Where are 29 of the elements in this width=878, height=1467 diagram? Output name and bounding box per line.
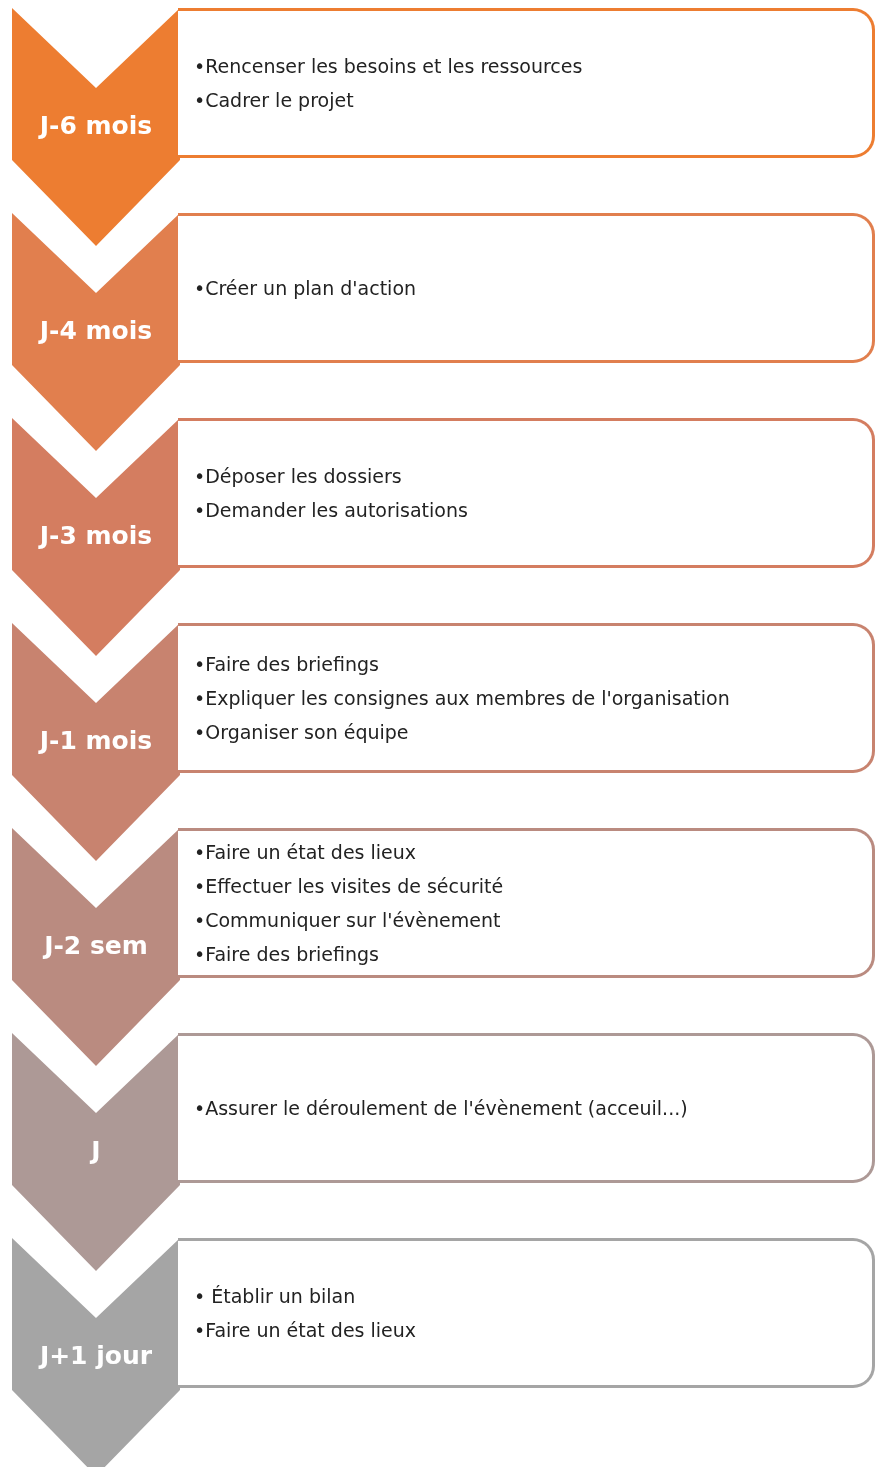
task-item: •Faire un état des lieux (194, 1318, 418, 1343)
task-item: •Rencenser les besoins et les ressources (194, 54, 584, 79)
task-item: •Cadrer le projet (194, 88, 355, 113)
task-item: • Établir un bilan (194, 1284, 357, 1309)
task-item: •Créer un plan d'action (194, 276, 418, 301)
task-box (178, 418, 875, 568)
task-box (178, 623, 875, 773)
task-box (178, 8, 875, 158)
task-item: •Communiquer sur l'évènement (194, 908, 502, 933)
step-label: J-1 mois (37, 725, 154, 757)
step-label: J-4 mois (37, 315, 154, 347)
task-item: •Expliquer les consignes aux membres de l'organisation (194, 686, 731, 711)
step-label: J-2 sem (41, 930, 149, 962)
task-item: •Effectuer les visites de sécurité (194, 874, 505, 899)
task-box (178, 213, 875, 363)
task-box (178, 828, 875, 978)
step-label: J+1 jour (37, 1340, 154, 1372)
step-label: J (88, 1135, 102, 1167)
step-label: J-3 mois (37, 520, 154, 552)
step-label: J-6 mois (37, 110, 154, 142)
task-item: •Assurer le déroulement de l'évènement (acceuil...) (194, 1096, 689, 1121)
task-item: •Faire des briefings (194, 942, 380, 967)
task-box (178, 1033, 875, 1183)
task-box (178, 1238, 875, 1388)
task-item: •Faire un état des lieux (194, 840, 418, 865)
task-item: •Faire des briefings (194, 652, 380, 677)
task-item: •Organiser son équipe (194, 720, 410, 745)
task-item: •Demander les autorisations (194, 498, 469, 523)
task-item: •Déposer les dossiers (194, 464, 403, 489)
